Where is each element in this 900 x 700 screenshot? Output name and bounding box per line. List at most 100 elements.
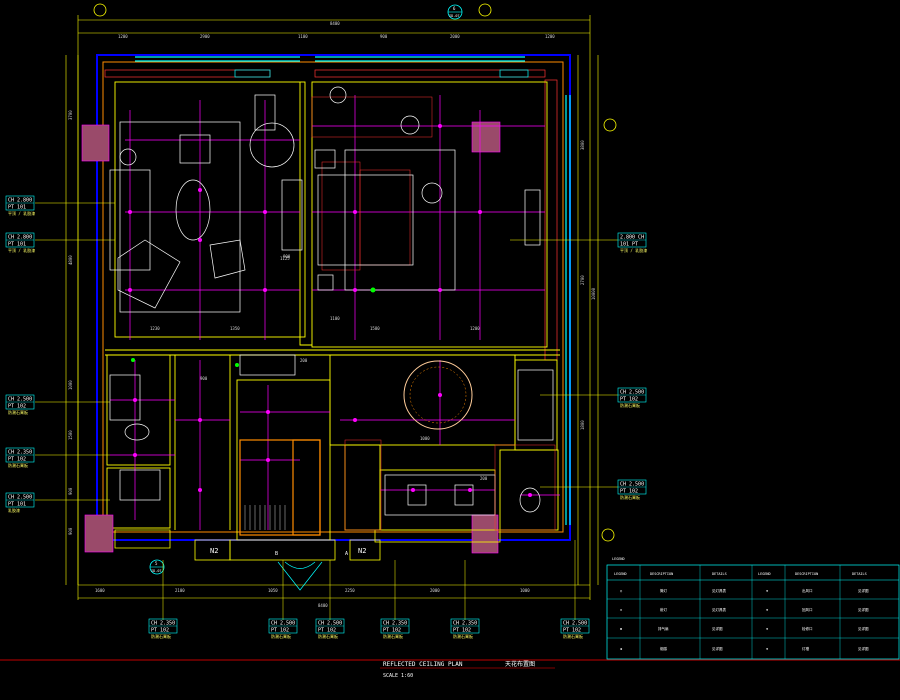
svg-text:烟感: 烟感 [660, 646, 668, 651]
right-dimension-labels: 10000 3800 2700 1800 [580, 140, 596, 430]
svg-text:筒灯: 筒灯 [660, 588, 668, 593]
legend-title: LEGEND [612, 557, 625, 561]
interior-dimension: 200 [480, 476, 488, 481]
svg-text:1500: 1500 [68, 430, 73, 440]
outer-wall [102, 61, 564, 533]
svg-text:LEGEND: LEGEND [758, 572, 771, 576]
svg-text:1200: 1200 [545, 34, 555, 39]
room-mark-2: N2 [358, 547, 366, 555]
ceiling-lights [128, 124, 532, 497]
top-dimension-segments: 1200 2900 1100 900 2000 1200 [118, 34, 555, 39]
svg-text:2100: 2100 [175, 588, 185, 593]
svg-text:CH 2.500: CH 2.500 [620, 482, 644, 488]
interior-dimension: 1100 [330, 316, 340, 321]
svg-text:防潮石膏板: 防潮石膏板 [563, 633, 583, 639]
svg-text:⊕: ⊕ [766, 647, 768, 651]
corridor-outline [344, 439, 556, 531]
svg-text:出风口: 出风口 [802, 588, 813, 593]
svg-text:CH 2.350: CH 2.350 [453, 621, 477, 627]
orange-panel [239, 439, 321, 536]
grid-bubbles [93, 3, 617, 542]
svg-text:PT 102: PT 102 [620, 397, 638, 403]
svg-text:见灯具表: 见灯具表 [712, 588, 726, 593]
svg-text:CH 2.350: CH 2.350 [8, 450, 32, 456]
interior-dimension: 1350 [230, 326, 240, 331]
svg-text:4800: 4800 [68, 255, 73, 265]
svg-text:乳胶漆: 乳胶漆 [8, 507, 20, 513]
svg-text:2700: 2700 [580, 275, 585, 285]
svg-text:灯槽: 灯槽 [802, 646, 810, 651]
svg-text:⊕: ⊕ [766, 589, 768, 593]
svg-text:PT 102: PT 102 [271, 628, 289, 634]
svg-text:检修口: 检修口 [802, 626, 813, 631]
svg-text:1050: 1050 [268, 588, 278, 593]
interior-dimension: 1580 [370, 326, 380, 331]
svg-text:✱: ✱ [620, 647, 623, 651]
legend-table: LEGEND LEGEND DESCRIPTION DETAILS LEGEND… [606, 557, 900, 660]
interior-dimension: 1230 [150, 326, 160, 331]
svg-text:2.800 CH: 2.800 CH [620, 235, 644, 241]
svg-text:见详图: 见详图 [712, 626, 723, 631]
interior-dimension: 1200 [470, 326, 480, 331]
svg-text:PT 101: PT 101 [8, 502, 26, 508]
svg-text:防潮石膏板: 防潮石膏板 [620, 494, 640, 500]
svg-text:防潮石膏板: 防潮石膏板 [151, 633, 171, 639]
svg-text:见详图: 见详图 [858, 588, 869, 593]
svg-text:DESCRIPTION: DESCRIPTION [795, 572, 818, 576]
svg-text:CH 2.500: CH 2.500 [271, 621, 295, 627]
svg-text:CH 2.500: CH 2.500 [620, 390, 644, 396]
round-bathtub-inner [409, 366, 467, 424]
svg-text:3800: 3800 [580, 140, 585, 150]
svg-text:CH 2.500: CH 2.500 [8, 495, 32, 501]
right-dimensions [577, 55, 599, 585]
svg-text:LEGEND: LEGEND [614, 572, 627, 576]
svg-text:900: 900 [380, 34, 388, 39]
ceiling-grid [110, 95, 560, 530]
svg-text:回风口: 回风口 [802, 608, 813, 612]
svg-text:见详图: 见详图 [858, 607, 869, 612]
furniture [109, 86, 554, 516]
drawing-scale: SCALE 1:60 [383, 673, 413, 679]
svg-text:1600: 1600 [95, 588, 105, 593]
svg-text:见灯具表: 见灯具表 [712, 607, 726, 612]
section-marker-top: 6 ID-07 [447, 4, 463, 20]
svg-text:PT 102: PT 102 [383, 628, 401, 634]
green-sensors [131, 287, 376, 367]
svg-text:防潮石膏板: 防潮石膏板 [453, 633, 473, 639]
svg-text:平顶 / 乳胶漆: 平顶 / 乳胶漆 [620, 247, 647, 253]
svg-text:CH 2.350: CH 2.350 [151, 621, 175, 627]
svg-text:2000: 2000 [430, 588, 440, 593]
svg-text:⊠: ⊠ [620, 627, 622, 631]
svg-text:ID-07: ID-07 [151, 569, 162, 573]
bottom-dimensions [78, 584, 590, 599]
interior-dimension: 200 [300, 358, 308, 363]
svg-text:900: 900 [68, 487, 73, 495]
window-strips [135, 56, 571, 525]
svg-text:CH 2.800: CH 2.800 [8, 235, 32, 241]
svg-text:防潮石膏板: 防潮石膏板 [383, 633, 403, 639]
interior-dimension: 1125 [280, 256, 290, 261]
leader-a: A [345, 551, 348, 557]
svg-text:DESCRIPTION: DESCRIPTION [650, 572, 673, 576]
svg-text:排气扇: 排气扇 [658, 626, 669, 631]
svg-text:◎: ◎ [620, 589, 623, 593]
svg-text:900: 900 [68, 527, 73, 535]
svg-text:5: 5 [155, 561, 158, 566]
svg-text:PT 102: PT 102 [620, 489, 638, 495]
drawing-title: REFLECTED CEILING PLAN [383, 661, 463, 668]
entry-door-swing [277, 561, 323, 591]
leader-b: B [275, 551, 278, 557]
svg-text:⊕: ⊕ [766, 627, 768, 631]
svg-text:1000: 1000 [68, 380, 73, 390]
room-mark-1: N2 [210, 547, 218, 555]
svg-text:CH 2.500: CH 2.500 [563, 621, 587, 627]
drawing-title-cn: 天花布置图 [505, 660, 535, 668]
